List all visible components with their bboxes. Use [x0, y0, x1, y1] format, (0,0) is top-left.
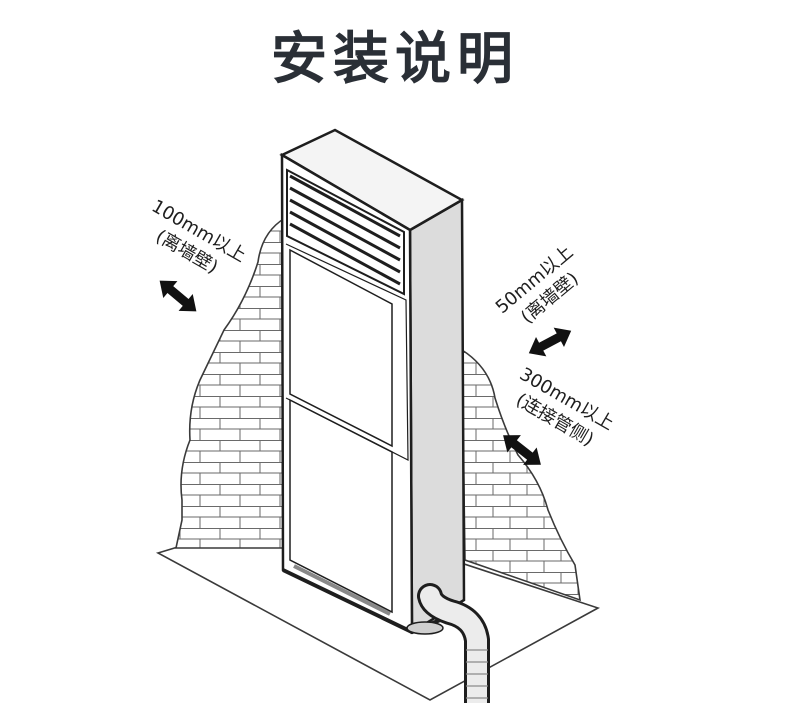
- upper-front-panel: [289, 248, 393, 448]
- right-clearance-arrow: [528, 327, 572, 357]
- page-title: 安装说明: [271, 27, 519, 92]
- left-clearance-arrow: [159, 280, 197, 312]
- unit-side-panel: [408, 197, 466, 635]
- right-brick-wall: [461, 348, 581, 602]
- pipe-side-clearance-arrow: [503, 435, 541, 465]
- left-brick-wall: [175, 216, 286, 549]
- connecting-pipe: [417, 583, 490, 703]
- air-outlet-grille: [289, 174, 401, 286]
